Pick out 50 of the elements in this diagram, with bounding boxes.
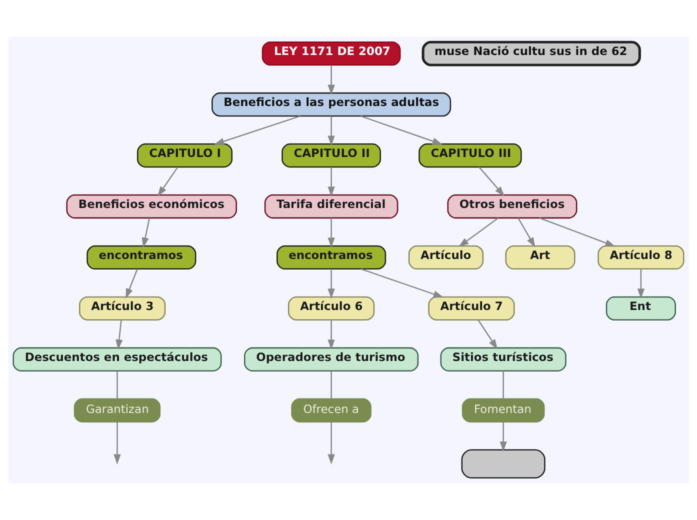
- node-box: Artículo 6: [288, 296, 375, 321]
- arrow: [500, 422, 507, 452]
- arrow: [637, 269, 645, 299]
- arrow: [328, 269, 335, 299]
- connector: [502, 370, 504, 399]
- node-box: Fomentan: [462, 398, 545, 422]
- node-box: [461, 449, 546, 479]
- connector: [330, 370, 332, 399]
- arrow: [214, 115, 300, 145]
- arrow: [458, 218, 499, 248]
- node-box: Tarifa diferencial: [264, 194, 398, 219]
- node-box: Ent: [606, 296, 676, 321]
- node-box: Beneficios a las personas adultas: [212, 92, 452, 117]
- node-box: CAPITULO III: [418, 143, 522, 168]
- node-box: Beneficios económicos: [66, 194, 237, 219]
- arrow: [328, 167, 335, 197]
- node-box: Otros beneficios: [447, 194, 578, 219]
- node-box: Descuentos en espectáculos: [12, 347, 222, 372]
- node-box: Artículo 3: [78, 296, 166, 321]
- arrow: [328, 422, 335, 464]
- arrow: [518, 218, 536, 248]
- arrow: [114, 422, 121, 464]
- node-box: Artículo 8: [598, 245, 684, 270]
- node-box: encontramos: [86, 245, 196, 270]
- arrow: [328, 218, 335, 248]
- arrow: [116, 320, 123, 350]
- arrow: [142, 218, 150, 248]
- node-box: LEY 1171 DE 2007: [262, 41, 401, 66]
- arrow: [478, 320, 498, 350]
- arrow: [126, 268, 138, 299]
- arrow: [158, 166, 178, 197]
- arrow: [478, 166, 505, 196]
- node-box: Artículo 7: [428, 296, 515, 321]
- arrow: [539, 217, 616, 247]
- arrow: [360, 115, 443, 145]
- node-box: Garantizan: [74, 398, 161, 422]
- arrow: [328, 116, 335, 146]
- arrow: [360, 268, 444, 298]
- arrow: [328, 65, 335, 95]
- node-box: Ofrecen a: [291, 398, 372, 422]
- node-box: Art: [505, 245, 576, 270]
- arrow: [328, 320, 335, 350]
- node-box: Sitios turísticos: [440, 347, 566, 372]
- node-box: CAPITULO I: [136, 143, 233, 168]
- connector: [116, 370, 118, 399]
- node-box: encontramos: [276, 245, 386, 270]
- node-box: Operadores de turismo: [244, 347, 419, 372]
- node-box: Artículo: [408, 245, 484, 270]
- node-box: CAPITULO II: [282, 143, 381, 168]
- node-box: muse Nació cultu sus in de 62: [422, 40, 641, 66]
